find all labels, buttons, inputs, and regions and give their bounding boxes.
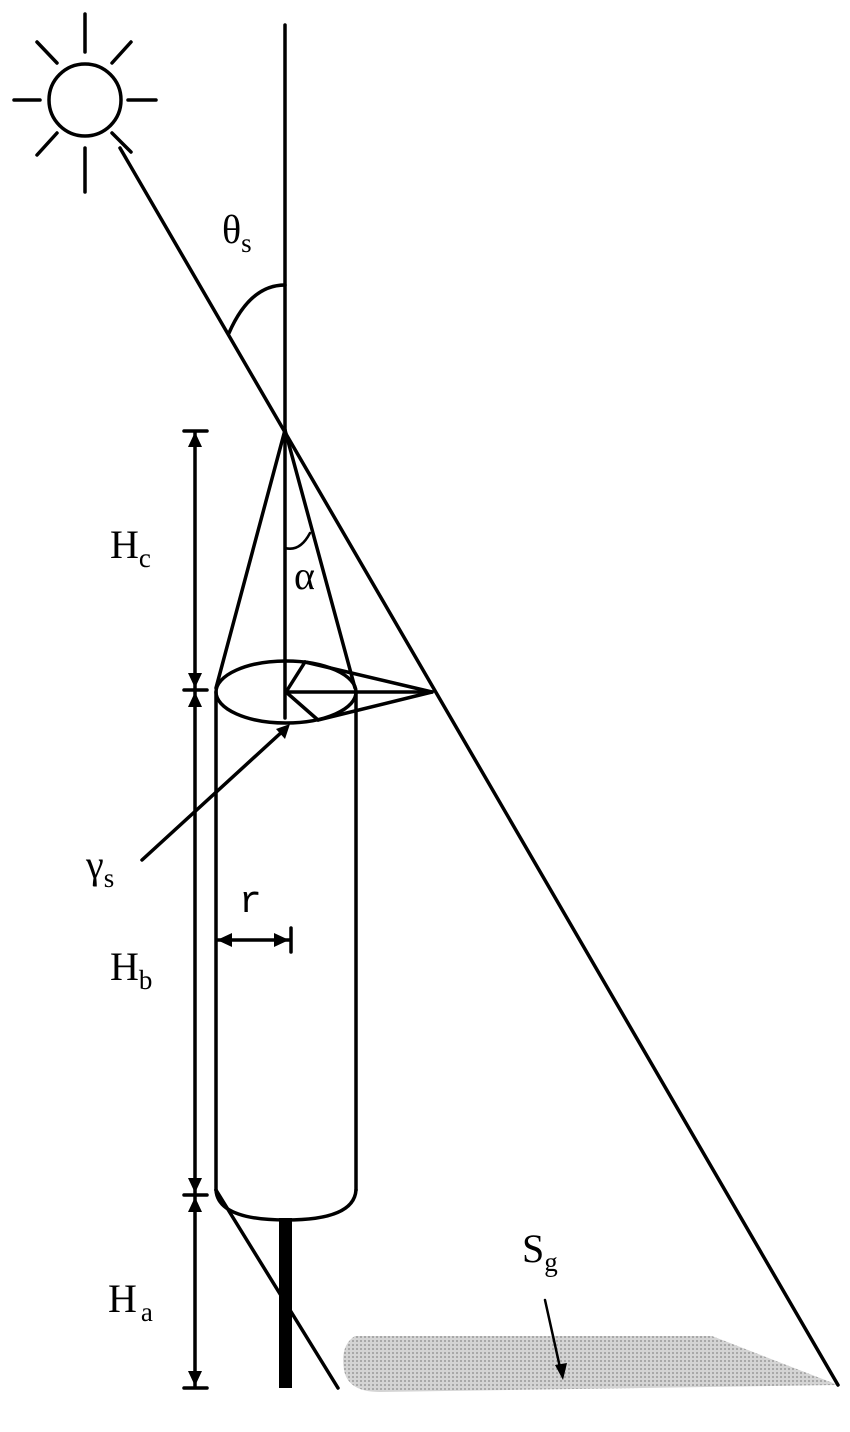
bole-height-label: Hb <box>110 944 152 995</box>
radius-label: r <box>239 881 262 924</box>
crown-half-angle-label: α <box>294 553 315 598</box>
crown-cone <box>214 428 357 690</box>
shadow-pointer-arrow <box>543 1298 567 1380</box>
crown-ellipse <box>214 659 434 725</box>
ground-shadow <box>343 1336 838 1392</box>
zenith-angle-label: θs <box>222 207 252 258</box>
crown-height-label: Hc <box>110 522 151 573</box>
shadow-edge-line <box>214 1188 340 1390</box>
solar-ray-line <box>118 146 840 1387</box>
azimuth-pointer-arrow <box>140 724 290 862</box>
height-dimension-line <box>182 429 209 1390</box>
radius-dimension-line <box>216 926 293 954</box>
sun-icon <box>12 12 158 194</box>
azimuth-angle-label: γs <box>85 842 114 893</box>
zenith-angle-arc <box>227 283 287 335</box>
ground-shadow-label: Sg <box>522 1226 558 1277</box>
